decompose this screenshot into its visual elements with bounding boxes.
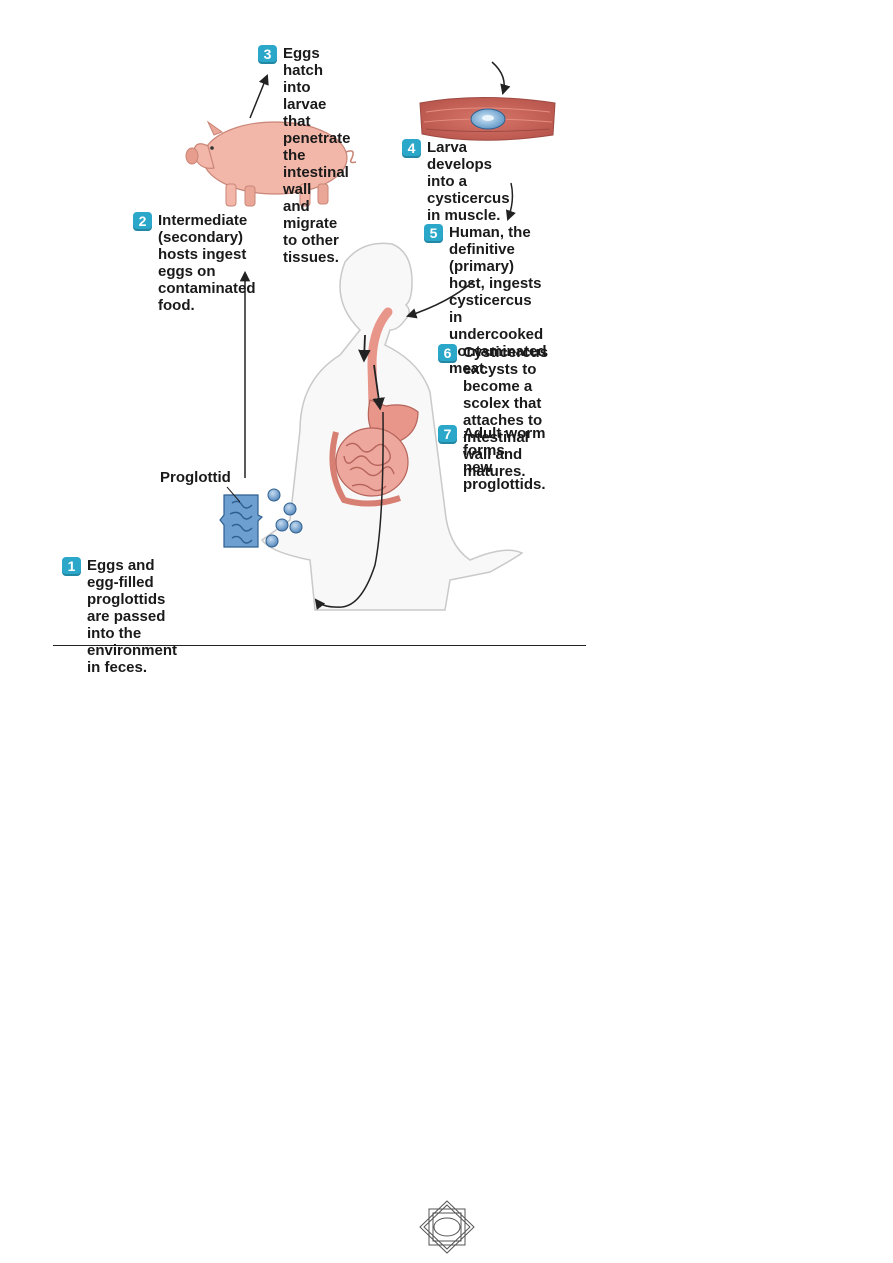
page-ornament-icon: [419, 1200, 475, 1254]
step-text: Cysticercus excysts to become a scolex t…: [463, 344, 549, 480]
step-text: Human, the definitive (primary) host, in…: [449, 224, 547, 377]
step-text: Eggs and egg-filled proglottids are pass…: [87, 557, 178, 676]
proglottid-illustration: [219, 486, 264, 548]
step-text: Adult worm forms new proglottids.: [463, 425, 546, 493]
arrow-meat-to-mouth: [406, 280, 475, 319]
proglottid-label: Proglottid: [160, 469, 231, 486]
step-number-badge: 1: [62, 557, 81, 576]
cycle-arrows: [239, 61, 516, 610]
egg-cluster: [265, 488, 303, 548]
arrow-muscle-to-human: [505, 182, 516, 221]
pig-illustration: [185, 120, 357, 207]
arrow-larvae-to-muscle: [491, 61, 511, 96]
egg-icon: [289, 520, 303, 534]
egg-icon: [275, 518, 289, 532]
arrow-pig-to-larvae: [249, 74, 269, 119]
muscle-cysticercus-illustration: [419, 97, 556, 141]
step-number-badge: 4: [402, 139, 421, 158]
step-text: Eggs hatch into larvae that penetrate th…: [283, 45, 351, 266]
step-number-badge: 7: [438, 425, 457, 444]
step-number-badge: 6: [438, 344, 457, 363]
step-number-badge: 5: [424, 224, 443, 243]
egg-icon: [283, 502, 297, 516]
divider-line: [53, 645, 586, 646]
egg-icon: [267, 488, 281, 502]
step-number-badge: 2: [133, 212, 152, 231]
egg-icon: [265, 534, 279, 548]
step-text: Intermediate (secondary) hosts ingest eg…: [158, 212, 256, 314]
human-digestive-illustration: [260, 242, 524, 611]
arrow-feces-to-environment: [314, 411, 384, 610]
step-number-badge: 3: [258, 45, 277, 64]
step-text: Larva develops into a cysticercus in mus…: [427, 139, 510, 224]
